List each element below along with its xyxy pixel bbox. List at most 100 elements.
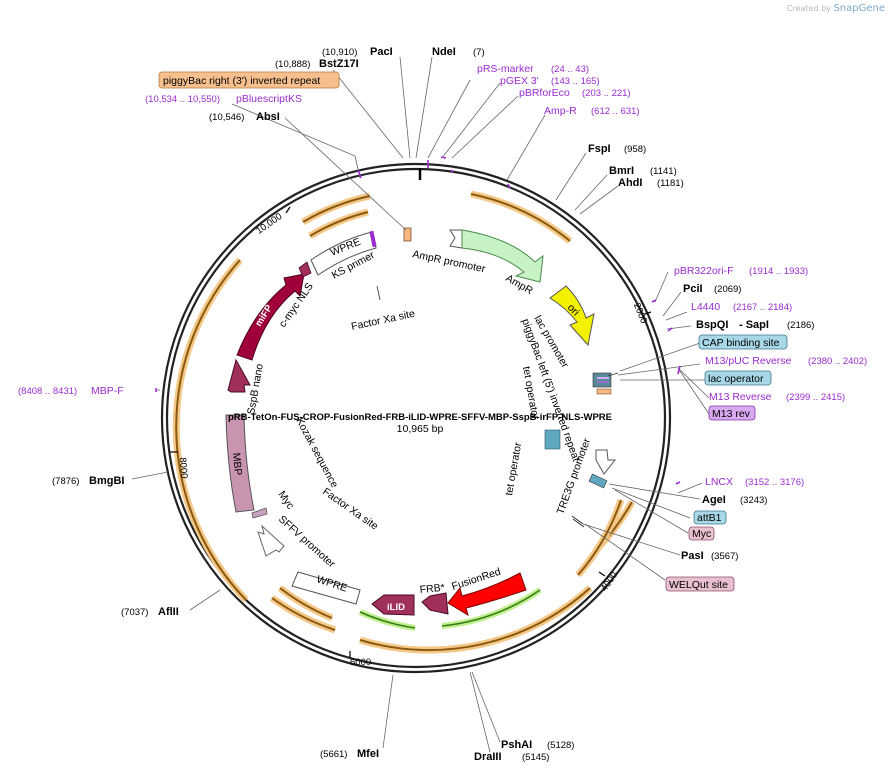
feature-nls [298, 261, 312, 278]
site-bmgbi: BmgBI [89, 475, 124, 487]
primer-pbluescriptks: pBluescriptKS [236, 93, 302, 105]
primer-pbr322ori-f: pBR322ori-F [674, 265, 734, 277]
label-myc: Myc [276, 489, 297, 512]
feature-lac-operator-block [592, 372, 612, 388]
feature-small-orange [403, 227, 412, 242]
site-pcii: PciI [683, 283, 703, 295]
label-sffv-promoter: SFFV promoter [276, 513, 338, 570]
site-absi-coord: (10,546) [209, 112, 244, 123]
feature-myc-small [251, 507, 268, 519]
label-mbp: MBP [230, 452, 244, 476]
site-sapi: - SapI [739, 319, 769, 331]
feature-wpre-top-end [369, 230, 377, 248]
site-paci: PacI [370, 46, 393, 58]
site-absi: AbsI [256, 111, 280, 123]
feature-wpre-top [310, 231, 377, 276]
primer-pbrforeco: pBRforEco [519, 87, 570, 99]
snapgene-credit: Created by SnapGene [787, 3, 885, 14]
feature-tre3g-arrow [595, 449, 617, 475]
primer-amp-r: Amp-R [544, 105, 577, 117]
primer-amp-r-coord: (612 .. 631) [591, 106, 640, 117]
feature-line-2 [572, 518, 585, 528]
orf-arc-ampr [470, 190, 573, 244]
feature-ampr-promoter [449, 229, 463, 249]
label-factor-xa-1: Factor Xa site [320, 486, 380, 533]
primer-l4440: L4440 [691, 301, 720, 313]
feature-ori [549, 285, 595, 347]
site-agei: AgeI [702, 494, 726, 506]
primer-pgex3-coord: (143 .. 165) [551, 76, 600, 87]
primer-m13puc-reverse: M13/pUC Reverse [705, 355, 792, 367]
site-fspi: FspI [588, 143, 611, 155]
primer-l4440-coord: (2167 .. 2184) [733, 302, 792, 313]
label-ampr-promoter: AmpR promoter [411, 248, 486, 275]
feature-small-orange-2 [596, 388, 612, 395]
feature-attb1-block [588, 473, 608, 489]
site-draiii-coord: (5145) [522, 752, 549, 763]
label-kozak: Kozak sequence [293, 416, 340, 490]
site-ahdi: AhdI [618, 177, 642, 189]
site-draiii: DraIII [474, 751, 502, 763]
restriction-sites: (10,910) PacI NdeI (7) (10,888) BstZ17I … [52, 46, 814, 763]
internal-lines [376, 285, 619, 377]
primer-prs-marker: pRS-marker [477, 63, 534, 75]
site-fspi-coord: (958) [624, 144, 646, 155]
site-ndei-coord: (7) [473, 47, 485, 58]
plasmid-name: pRB-TetOn-FUS-CROP-FusionRed-FRB-iLID-WP… [228, 412, 612, 423]
feature-wpre-bottom [291, 571, 361, 605]
box-welqut-site: WELQut site [669, 579, 728, 591]
primer-pgex3: pGEX 3' [500, 75, 539, 87]
site-agei-coord: (3243) [740, 495, 767, 506]
site-pshai-coord: (5128) [547, 740, 574, 751]
box-myc: Myc [692, 528, 711, 540]
label-tet-operator-2: tet operator [503, 441, 524, 496]
site-aflii: AflII [158, 606, 179, 618]
primer-m13-reverse: M13 Reverse [709, 391, 772, 403]
feature-line-1 [571, 515, 584, 525]
primer-prs-marker-coord: (24 .. 43) [551, 64, 589, 75]
primer-marks [155, 156, 681, 485]
plasmid-length: 10,965 bp [397, 423, 444, 435]
site-bmri: BmrI [609, 165, 634, 177]
orf-arc-top-left [301, 192, 371, 226]
feature-fusionred [447, 572, 527, 617]
site-bmgbi-coord: (7876) [52, 476, 79, 487]
backbone-outer [160, 162, 672, 674]
green-arcs [358, 587, 542, 631]
site-ndei: NdeI [432, 46, 456, 58]
label-sspb-nano: SspB nano [245, 363, 266, 416]
orf-arcs [172, 190, 636, 654]
site-bspqi: BspQI [696, 319, 728, 331]
site-pshai: PshAI [501, 739, 532, 751]
tick-2000: 2000 [631, 301, 649, 325]
site-bmri-coord: (1141) [650, 166, 677, 177]
primer-labels: pRS-marker (24 .. 43) pGEX 3' (143 .. 16… [18, 63, 867, 488]
site-mfei: MfeI [357, 748, 379, 760]
label-factor-xa-2: Factor Xa site [350, 308, 416, 333]
site-bspqi-coord: (2186) [787, 320, 814, 331]
site-pasi: PasI [681, 550, 704, 562]
orf-arc-right-2 [575, 498, 625, 578]
credit-prefix: Created by [786, 4, 831, 13]
primer-lncx: LNCX [705, 476, 733, 488]
primer-m13puc-reverse-coord: (2380 .. 2402) [808, 356, 867, 367]
feature-sspb [227, 358, 251, 393]
primer-pbr322ori-f-coord: (1914 .. 1933) [749, 266, 808, 277]
primer-mbp-f: MBP-F [91, 385, 124, 397]
tick-8000: 8000 [177, 457, 190, 479]
site-bstz17i: BstZ17I [319, 58, 359, 70]
box-lac-operator: lac operator [708, 373, 764, 385]
feature-mbp [225, 414, 255, 513]
primer-lncx-coord: (3152 .. 3176) [745, 477, 804, 488]
site-mfei-coord: (5661) [320, 749, 347, 760]
site-ahdi-coord: (1181) [657, 178, 684, 189]
feature-sffv-promoter [257, 524, 285, 557]
leader-lines [131, 56, 710, 753]
label-ilid: iLID [387, 602, 405, 613]
feature-mifp [236, 273, 305, 361]
box-piggybac-right: piggyBac right (3') inverted repeat [163, 75, 320, 87]
feature-ilid [371, 594, 415, 616]
tick-6000: 6000 [350, 657, 371, 668]
box-cap-binding-site: CAP binding site [702, 337, 780, 349]
